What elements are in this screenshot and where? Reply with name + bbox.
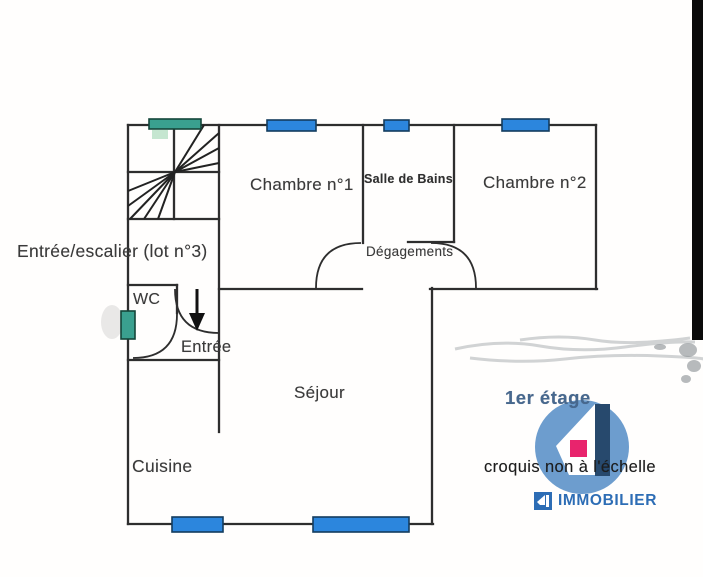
door-arc-corridor-left: [315, 242, 362, 289]
scan-smudge-blobs: [654, 343, 701, 383]
window-bottom-cuisine: [171, 516, 224, 533]
window-top-chambre1: [266, 119, 317, 132]
door-arc-entrance: [174, 288, 220, 334]
brand-name: IMMOBILIER: [558, 492, 657, 509]
brand-wordmark: IMMOBILIER: [534, 492, 657, 510]
door-arc-corridor-right: [430, 242, 477, 289]
scan-smudge-band: [454, 335, 703, 363]
window-left-wc: [120, 310, 136, 340]
window-top-chambre2: [501, 118, 550, 132]
room-label-salle-de-bains: Salle de Bains: [364, 172, 453, 186]
brand-mark-icon: [534, 492, 552, 510]
entrance-arrow-icon: [189, 289, 205, 331]
room-label-entree: Entrée: [181, 338, 232, 356]
windows: [120, 118, 550, 533]
floor-label: 1er étage: [505, 387, 591, 408]
door-arcs: [132, 242, 477, 359]
room-label-chambre2: Chambre n°2: [483, 173, 587, 192]
logo-pink-square: [570, 440, 587, 457]
room-label-sejour: Séjour: [294, 383, 345, 402]
window-top-stairs: [148, 118, 202, 130]
room-label-wc: WC: [133, 291, 161, 308]
staircase-icon: [127, 124, 220, 220]
door-arc-wc: [132, 313, 178, 359]
window-top-bains: [383, 119, 410, 132]
scale-note: croquis non à l'échelle: [484, 458, 656, 476]
room-label-degagements: Dégagements: [366, 244, 454, 259]
scan-left-smudge: [101, 305, 123, 339]
logo-one-flag: [556, 404, 595, 475]
room-label-entree-escalier: Entrée/escalier (lot n°3): [17, 241, 208, 261]
room-label-cuisine: Cuisine: [132, 456, 193, 476]
window-bottom-sejour: [312, 516, 410, 533]
scan-black-bar: [692, 0, 703, 340]
logo-one-stem: [595, 404, 610, 476]
room-label-chambre1: Chambre n°1: [250, 175, 354, 194]
scan-green-mark: [152, 130, 168, 139]
